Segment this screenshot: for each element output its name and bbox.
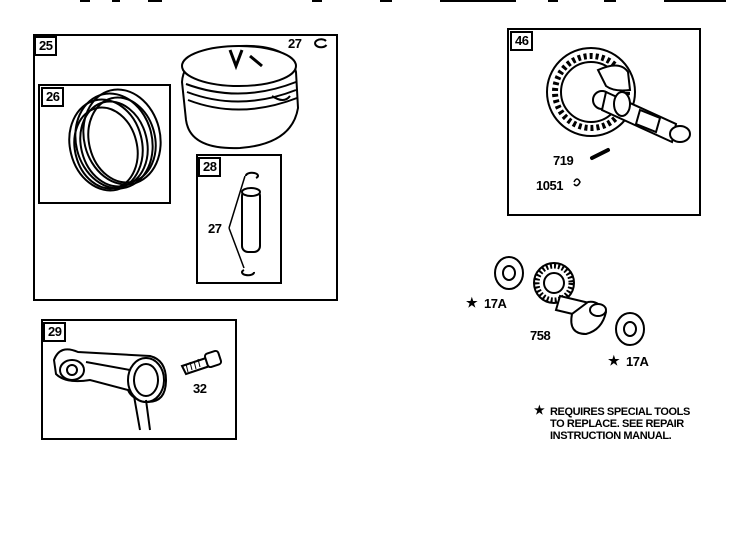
star-icon: ★ xyxy=(466,295,478,310)
piston-rings-drawing xyxy=(68,88,162,192)
panel-26 xyxy=(38,84,171,204)
callout-719: 719 xyxy=(553,153,574,168)
note-line-3: INSTRUCTION MANUAL. xyxy=(550,430,672,442)
panel-29 xyxy=(41,319,237,440)
panel-25 xyxy=(33,34,338,301)
spring-1051-icon xyxy=(573,178,581,187)
note-line-1: REQUIRES SPECIAL TOOLS xyxy=(550,406,690,418)
clipped-header-marks xyxy=(80,0,726,2)
panel-46 xyxy=(507,28,701,216)
callout-32: 32 xyxy=(193,381,207,396)
callout-17a-right: 17A xyxy=(626,354,649,369)
panel-29-label: 29 xyxy=(43,322,67,342)
panel-25-label: 25 xyxy=(34,36,58,56)
pin-719-icon xyxy=(590,148,610,160)
circlip-icon xyxy=(314,38,328,49)
panel-46-label: 46 xyxy=(510,31,534,51)
balancer-drawing xyxy=(494,256,645,346)
wrist-pin-drawing xyxy=(228,171,261,277)
connecting-rod-drawing xyxy=(52,348,168,431)
camshaft-drawing xyxy=(546,47,691,144)
panel-26-label: 26 xyxy=(41,87,65,107)
callout-27-clip: 27 xyxy=(288,36,302,51)
piston-drawing xyxy=(180,44,300,150)
star-icon: ★ xyxy=(534,403,545,417)
note-line-2: TO REPLACE. SEE REPAIR xyxy=(550,418,684,430)
panel-28-label: 28 xyxy=(198,157,222,177)
star-icon: ★ xyxy=(608,353,620,368)
callout-758: 758 xyxy=(530,328,551,343)
screw-drawing xyxy=(180,349,223,376)
panel-28 xyxy=(196,154,282,284)
callout-27-pin: 27 xyxy=(208,221,222,236)
callout-1051: 1051 xyxy=(536,178,563,193)
callout-17a-left: 17A xyxy=(484,296,507,311)
